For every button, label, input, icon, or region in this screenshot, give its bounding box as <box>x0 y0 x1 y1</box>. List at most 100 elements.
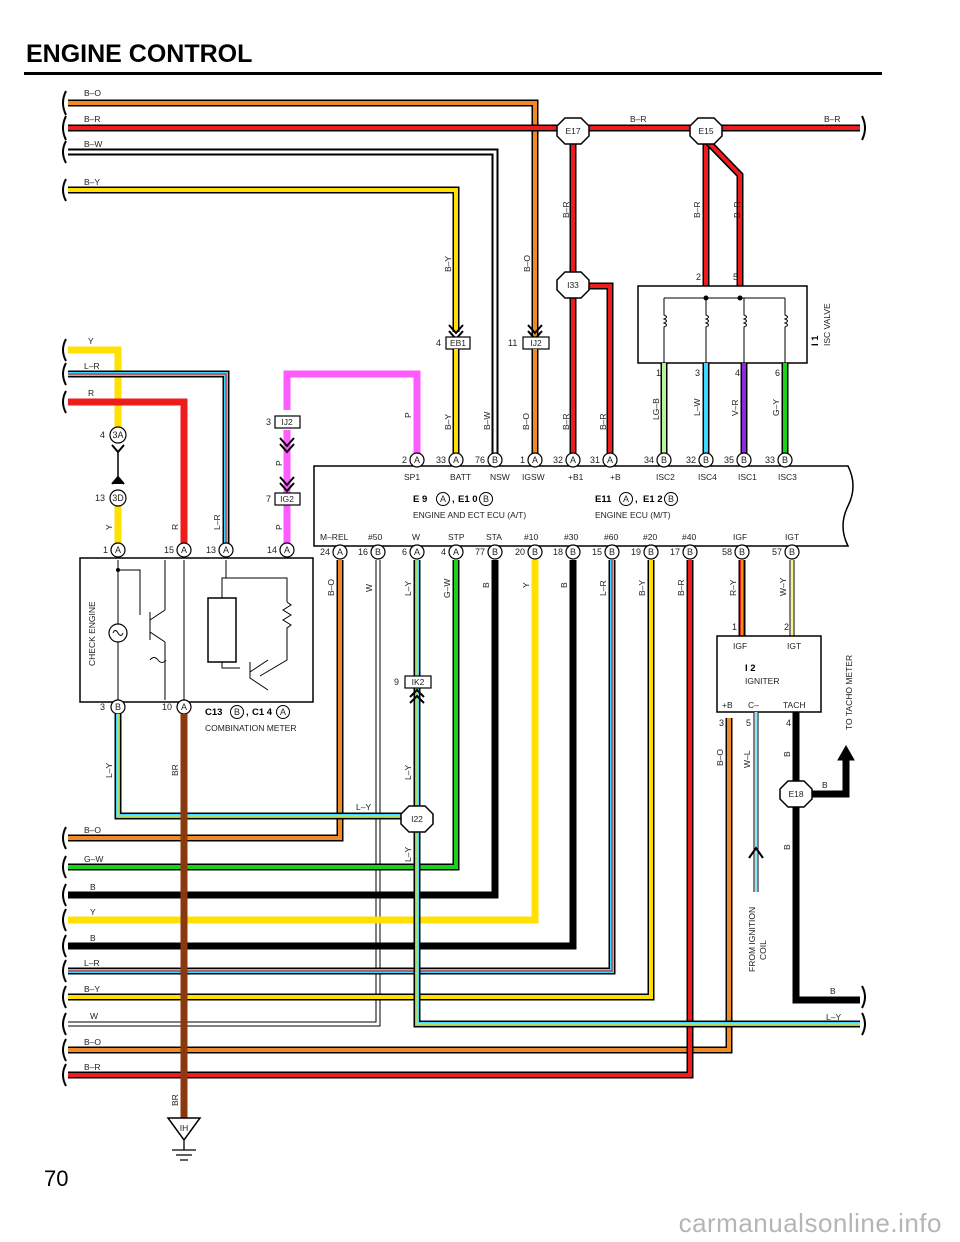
ecu-bottom-pin-name: M–REL <box>320 532 349 542</box>
meter-check-engine: CHECK ENGINE <box>87 601 97 666</box>
ecu-bottom-pin-name: STA <box>486 532 502 542</box>
ecu-top-pins: A2SP1A33BATTB76NSWA1IGSWA32+B1A31+BB34IS… <box>402 452 797 482</box>
igniter-pin-3: 3 <box>719 718 724 728</box>
splice-i22: I22 <box>400 805 434 833</box>
meter-top-pin-conn: A <box>181 545 187 555</box>
ecu-bottom-pin-num: 58 <box>722 547 732 557</box>
wire-label-br: B–R <box>84 114 101 124</box>
ecu-bottom-pin-conn: B <box>492 547 498 557</box>
isc-valve: I 1 ISC VALVE 2 5 1 3 4 6 <box>637 272 832 378</box>
c3a-id: 3A <box>112 430 123 440</box>
ecu-bottom-pin-name: IGF <box>733 532 747 542</box>
label-wy: W–Y <box>778 577 788 596</box>
watermark: carmanualsonline.info <box>678 1208 942 1238</box>
bottom-label-br: B–R <box>84 1062 101 1072</box>
ecu-id-e11: E11 <box>595 494 612 505</box>
note-to-tacho: TO TACHO METER <box>844 655 854 730</box>
label-br-e15a: B–R <box>692 201 702 218</box>
label-wl-ign: W–L <box>742 750 752 768</box>
ecu-bottom-pin-conn: B <box>739 547 745 557</box>
splice-e15-label: E15 <box>698 126 713 136</box>
ecu-top-pin-num: 32 <box>553 455 563 465</box>
ecu-id-e10: E1 0 <box>458 494 478 505</box>
ecu-top-pin-num: 1 <box>520 455 525 465</box>
wire-label-bw: B–W <box>84 139 102 149</box>
label-ly-out: L–Y <box>403 581 413 596</box>
meter-top-pin-num: 1 <box>103 545 108 555</box>
ecu-top-pin-conn: A <box>607 455 613 465</box>
label-lr: L–R <box>212 514 222 530</box>
splice-e17: E17 <box>556 117 590 145</box>
svg-text:A: A <box>440 494 446 504</box>
splice-i33-label: I33 <box>567 280 579 290</box>
igniter-igt: IGT <box>787 641 801 651</box>
label-ry: R–Y <box>728 579 738 596</box>
meter-top-pin-conn: A <box>284 545 290 555</box>
label-br-meter: BR <box>170 764 180 776</box>
combination-meter: CHECK ENGINE <box>79 557 314 703</box>
meter-lower-wires <box>114 714 417 1118</box>
ecu-top-pin-num: 33 <box>765 455 775 465</box>
label-b-tach: B <box>782 751 792 757</box>
label-ly-ik2: L–Y <box>403 765 413 780</box>
ig2-pin: 7 <box>266 494 271 504</box>
igniter-igf: IGF <box>733 641 747 651</box>
meter-top-pin-conn: A <box>223 545 229 555</box>
meter-bottom-pins: 3 B 10 A <box>100 699 192 715</box>
bottom-label-by: B–Y <box>84 984 100 994</box>
splice-e18-label: E18 <box>788 789 803 799</box>
ecu-bottom-pin-conn: B <box>687 547 693 557</box>
meter-conn-b: A <box>280 707 286 717</box>
isc-valve-name: ISC VALVE <box>822 303 832 346</box>
meter-pin-10: 10 <box>162 702 172 712</box>
ecu-top-pin-name: IGSW <box>522 472 545 482</box>
label-br-b: B–R <box>598 413 608 430</box>
ecu-bottom-pin-num: 6 <box>402 547 407 557</box>
label-br-b1: B–R <box>561 413 571 430</box>
ecu-top-pin-name: ISC1 <box>738 472 757 482</box>
svg-text:A: A <box>623 494 629 504</box>
left-label-r: R <box>88 388 94 398</box>
ecu-bottom-pin-conn: B <box>570 547 576 557</box>
bottom-label-bo2: B–O <box>84 1037 101 1047</box>
ig2-id: IG2 <box>280 494 294 504</box>
ecu-top-pin-conn: A <box>570 455 576 465</box>
splice-i33: I33 <box>556 271 590 299</box>
igniter-b: +B <box>722 700 733 710</box>
ecu-top-pin-conn: B <box>703 455 709 465</box>
below-connectors <box>452 349 539 460</box>
ecu-top-pin-conn: B <box>492 455 498 465</box>
ecu-bottom-pin-num: 24 <box>320 547 330 557</box>
ground-ih: IH <box>166 1117 202 1161</box>
ecu-box <box>313 465 854 547</box>
isc-pin-1: 1 <box>656 368 661 378</box>
meter-pin-10-conn: A <box>181 702 187 712</box>
connector-eb1: EB1 4 <box>436 324 471 350</box>
label-b-out2: B <box>559 582 569 588</box>
ecu-top-pin-name: ISC3 <box>778 472 797 482</box>
bottom-label-bo: B–O <box>84 825 101 835</box>
ecu-top-pin-name: +B1 <box>568 472 584 482</box>
ecu-bottom-pin-num: 77 <box>475 547 485 557</box>
meter-top-pin: A 13 <box>206 542 234 558</box>
top-wire-brackets <box>62 90 866 202</box>
meter-top-pin-num: 13 <box>206 545 216 555</box>
igniter: IGF IGT I 2 IGNITER +B C– TACH 1 2 3 5 4 <box>716 622 822 728</box>
ecu-top-pin-name: ISC4 <box>698 472 717 482</box>
ecu-top-pin-num: 33 <box>436 455 446 465</box>
ecu-top-pin-num: 34 <box>644 455 654 465</box>
ecu-bottom-pin: B17#40 <box>670 532 698 560</box>
left-wire-brackets <box>62 338 67 414</box>
left-wires <box>68 346 230 548</box>
label-bw: B–W <box>482 412 492 430</box>
page-title: ENGINE CONTROL <box>26 40 253 68</box>
ecu-id-e9: E 9 <box>413 494 427 505</box>
ecu-bottom-pin-name: STP <box>448 532 465 542</box>
igniter-tach: TACH <box>783 700 806 710</box>
meter-top-pin-conn: A <box>115 545 121 555</box>
splice-e15: E15 <box>689 117 723 145</box>
meter-top-pin: A14 <box>267 542 295 558</box>
